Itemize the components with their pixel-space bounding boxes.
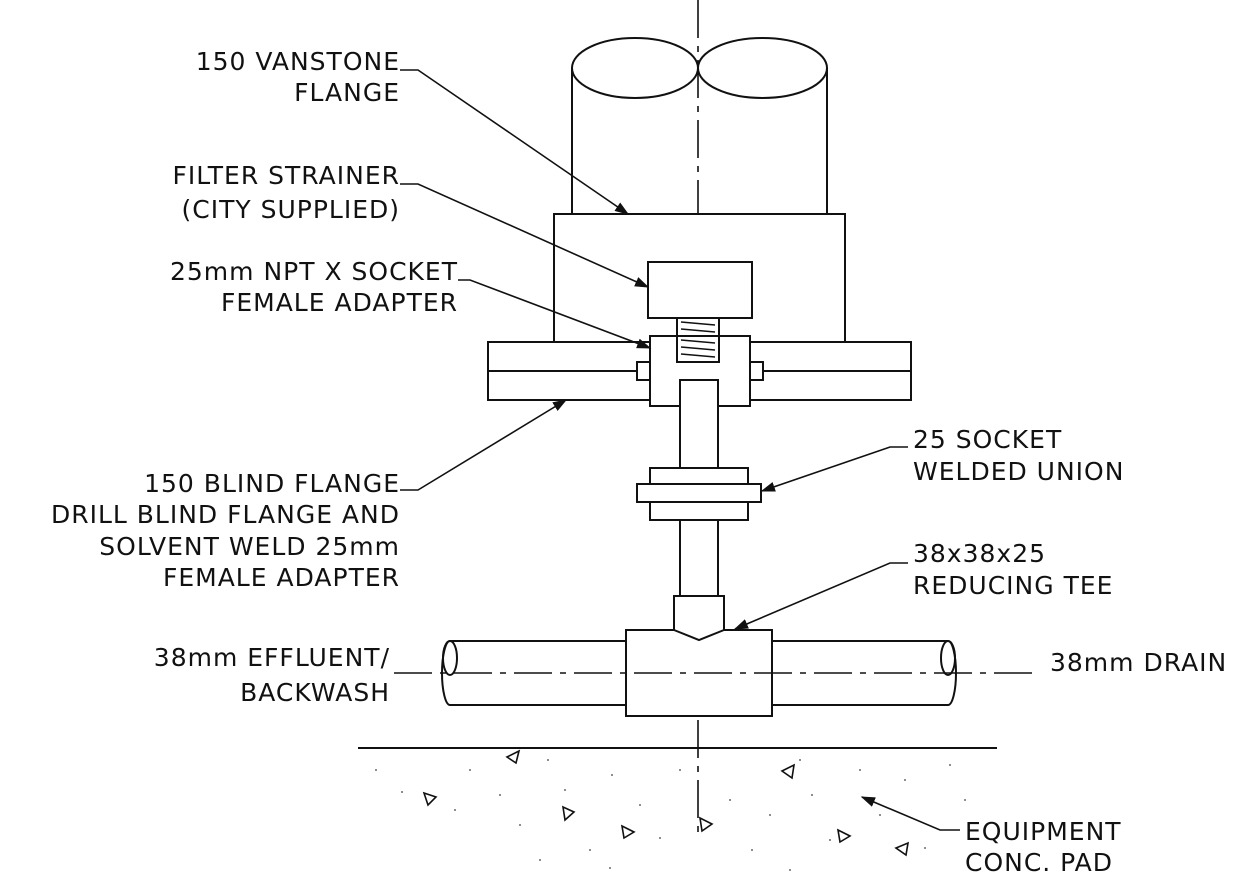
label-line: FEMALE ADAPTER <box>163 563 400 592</box>
socket-welded-union <box>636 467 762 521</box>
label-drain: 38mm DRAIN <box>1050 648 1227 677</box>
label-line: 150 BLIND FLANGE <box>144 469 400 498</box>
label-filter-strainer: FILTER STRAINER (CITY SUPPLIED) <box>173 161 401 224</box>
label-line: FLANGE <box>294 78 400 107</box>
label-line: 25 SOCKET <box>913 425 1062 454</box>
label-line: REDUCING TEE <box>913 571 1113 600</box>
label-line: CONC. PAD <box>965 848 1113 877</box>
label-line: FEMALE ADAPTER <box>221 288 458 317</box>
concrete-pad-speckle <box>375 749 966 871</box>
label-line: DRILL BLIND FLANGE AND <box>51 500 400 529</box>
label-line: 38mm EFFLUENT/ <box>154 643 390 672</box>
pipe-25-lower <box>679 519 719 597</box>
label-line: BACKWASH <box>240 678 390 707</box>
leaders <box>400 69 960 831</box>
label-line: EQUIPMENT <box>965 817 1122 846</box>
label-line: WELDED UNION <box>913 457 1124 486</box>
label-line: 38x38x25 <box>913 539 1046 568</box>
label-concrete-pad: EQUIPMENT CONC. PAD <box>965 817 1122 877</box>
label-effluent: 38mm EFFLUENT/ BACKWASH <box>154 643 390 707</box>
label-blind-flange: 150 BLIND FLANGE DRILL BLIND FLANGE AND … <box>51 469 400 592</box>
label-line: 38mm DRAIN <box>1050 648 1227 677</box>
filter-strainer <box>647 261 753 319</box>
horizontal-pipe-38 <box>441 640 957 706</box>
label-vanstone-flange: 150 VANSTONE FLANGE <box>196 47 400 107</box>
vanstone-pipe <box>571 37 829 214</box>
label-female-adapter: 25mm NPT X SOCKET FEMALE ADAPTER <box>170 257 458 317</box>
label-line: SOLVENT WELD 25mm <box>99 532 400 561</box>
label-line: 25mm NPT X SOCKET <box>170 257 458 286</box>
pipe-25-upper <box>679 379 719 469</box>
label-line: FILTER STRAINER <box>173 161 400 190</box>
label-line: (CITY SUPPLIED) <box>182 195 401 224</box>
label-socket-union: 25 SOCKET WELDED UNION <box>913 425 1124 486</box>
reducing-tee <box>625 595 773 717</box>
label-reducing-tee: 38x38x25 REDUCING TEE <box>913 539 1113 600</box>
label-line: 150 VANSTONE <box>196 47 400 76</box>
